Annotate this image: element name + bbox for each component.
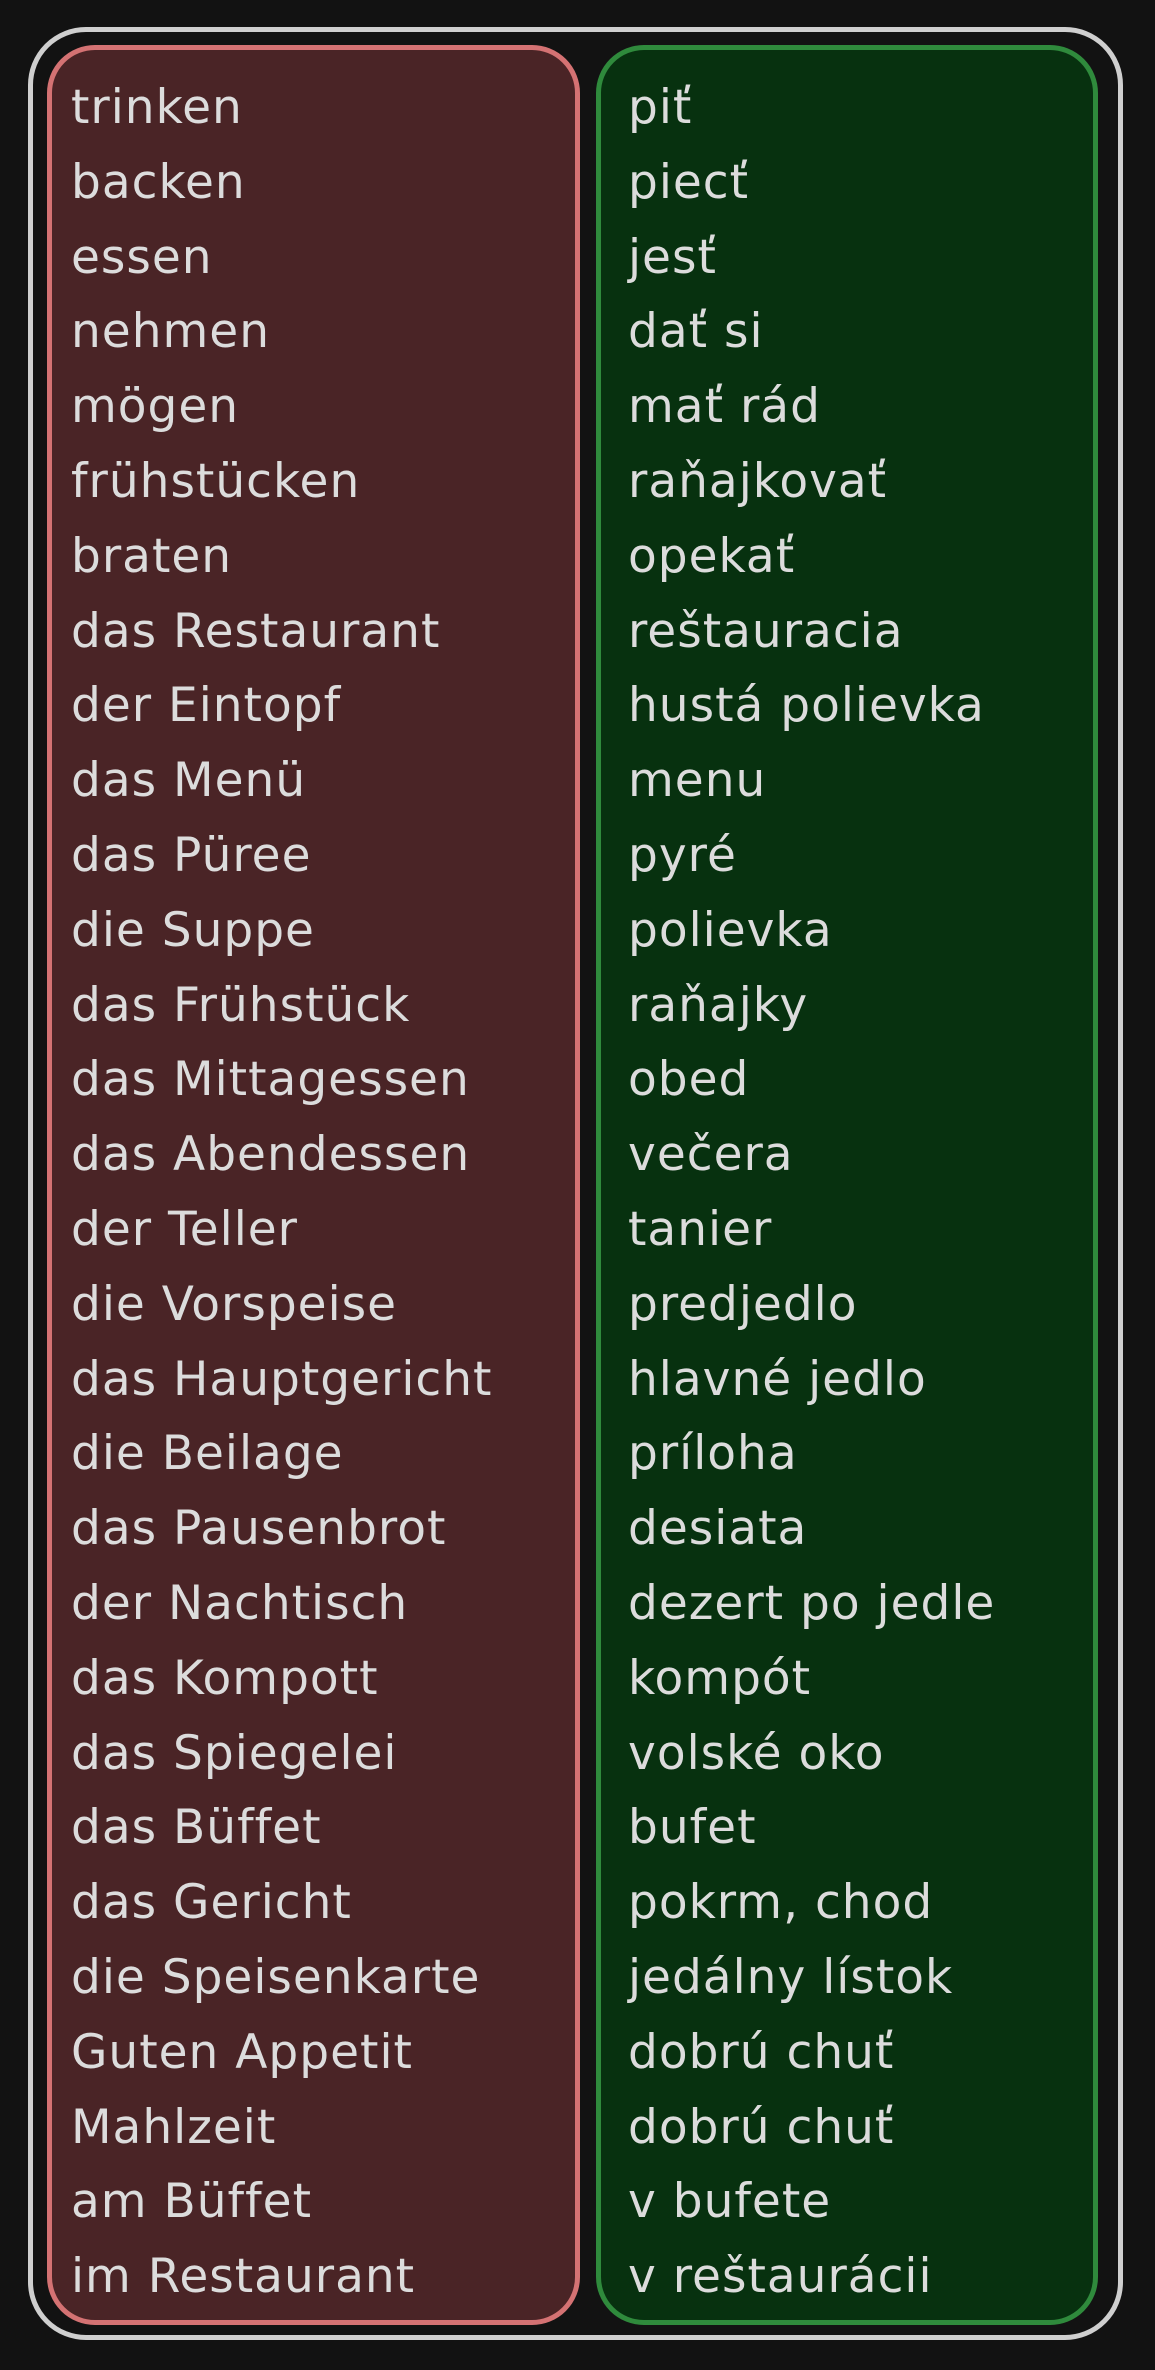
german-word-21: der Nachtisch — [71, 1576, 409, 1631]
german-word-column: trinken backen essen nehmen mögen frühstücken… — [47, 45, 580, 2325]
slovak-word-9: hustá polievka — [628, 678, 985, 734]
german-word-27: Guten Appetit — [71, 2024, 413, 2080]
slovak-word-5: mať rád — [628, 379, 821, 435]
german-word-17: die Vorspeise — [71, 1276, 398, 1332]
german-word-25: das Gericht — [71, 1875, 352, 1931]
slovak-word-28: dobrú chuť — [628, 2099, 895, 2155]
german-word-28: Mahlzeit — [71, 2099, 277, 2155]
german-word-2: backen — [71, 154, 246, 210]
slovak-word-30: v reštaurácii — [628, 2249, 933, 2305]
german-word-7: braten — [71, 528, 233, 584]
slovak-word-3: jesť — [628, 229, 717, 285]
slovak-word-8: reštauracia — [628, 603, 904, 659]
slovak-word-27: dobrú chuť — [628, 2024, 895, 2080]
german-word-5: mögen — [71, 379, 240, 435]
german-word-12: die Suppe — [71, 902, 315, 958]
german-word-20: das Pausenbrot — [71, 1501, 447, 1557]
german-word-1: trinken — [71, 80, 243, 135]
slovak-word-column: piť piecť jesť dať si mať rád raňajkovať opeka… — [596, 45, 1098, 2325]
slovak-word-1: piť — [628, 80, 693, 135]
slovak-word-2: piecť — [628, 154, 750, 210]
slovak-word-21: dezert po jedle — [628, 1576, 996, 1631]
german-word-16: der Teller — [71, 1202, 299, 1257]
slovak-word-24: bufet — [628, 1800, 757, 1856]
slovak-word-26: jedálny lístok — [628, 1950, 954, 2005]
german-word-6: frühstücken — [71, 454, 361, 509]
slovak-word-10: menu — [628, 753, 767, 809]
vocabulary-card-frame — [28, 27, 1123, 2340]
german-word-8: das Restaurant — [71, 603, 441, 659]
slovak-word-16: tanier — [628, 1202, 773, 1257]
slovak-word-6: raňajkovať — [628, 454, 888, 509]
slovak-word-4: dať si — [628, 304, 764, 360]
slovak-word-29: v bufete — [628, 2174, 832, 2230]
slovak-word-23: volské oko — [628, 1725, 885, 1781]
slovak-word-22: kompót — [628, 1650, 812, 1706]
german-word-19: die Beilage — [71, 1426, 344, 1482]
german-word-14: das Mittagessen — [71, 1052, 470, 1108]
german-word-9: der Eintopf — [71, 678, 342, 734]
slovak-word-18: hlavné jedlo — [628, 1351, 927, 1407]
german-word-18: das Hauptgericht — [71, 1351, 493, 1407]
german-word-10: das Menü — [71, 753, 307, 809]
german-word-26: die Speisenkarte — [71, 1950, 481, 2005]
slovak-word-20: desiata — [628, 1501, 808, 1557]
slovak-word-15: večera — [628, 1127, 794, 1183]
slovak-word-14: obed — [628, 1052, 750, 1108]
german-word-22: das Kompott — [71, 1650, 379, 1706]
slovak-word-12: polievka — [628, 902, 833, 958]
german-word-4: nehmen — [71, 304, 270, 360]
german-word-3: essen — [71, 229, 213, 285]
slovak-word-25: pokrm, chod — [628, 1875, 934, 1931]
slovak-word-17: predjedlo — [628, 1276, 858, 1332]
german-word-29: am Büffet — [71, 2174, 312, 2230]
slovak-word-7: opekať — [628, 528, 796, 584]
german-word-11: das Püree — [71, 828, 312, 883]
slovak-word-11: pyré — [628, 828, 737, 883]
german-word-23: das Spiegelei — [71, 1725, 398, 1781]
german-word-15: das Abendessen — [71, 1127, 471, 1183]
slovak-word-13: raňajky — [628, 977, 809, 1033]
german-word-24: das Büffet — [71, 1800, 322, 1856]
slovak-word-19: príloha — [628, 1426, 798, 1482]
german-word-13: das Frühstück — [71, 977, 411, 1033]
german-word-30: im Restaurant — [71, 2249, 416, 2305]
